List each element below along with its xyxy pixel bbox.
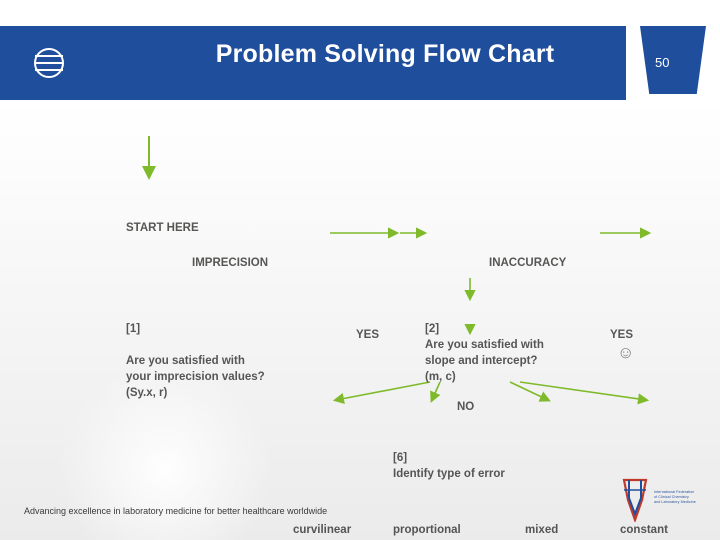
header-bar — [0, 26, 626, 100]
flow-node-1: [1] Are you satisfied with your imprecis… — [126, 305, 326, 401]
flow-node-2: [2] Are you satisfied with slope and int… — [425, 305, 635, 385]
error-type-curvilinear: curvilinear (m, c, Sy.x, r) — [293, 506, 433, 540]
flow-node-6-tag: [6] — [393, 452, 408, 464]
ifcc-logo-line-3: and Laboratory Medicine — [654, 500, 696, 504]
footer-tagline: Advancing excellence in laboratory medic… — [24, 506, 328, 516]
error-type-mixed: mixed (m,c) — [525, 506, 625, 540]
flow-node-1-text: Are you satisfied with your imprecision … — [126, 355, 265, 399]
page-title: Problem Solving Flow Chart — [215, 40, 555, 68]
error-type-proportional-name: proportional — [393, 524, 461, 536]
ifcc-logo: International Federation of Clinical Che… — [620, 478, 708, 526]
slide-number-shape — [640, 26, 706, 94]
flow-node-6: [6] Identify type of error — [393, 434, 623, 482]
flow-node-2-tag: [2] — [425, 323, 440, 335]
flow-node-6-text: Identify type of error — [393, 468, 505, 480]
error-type-curvilinear-name: curvilinear — [293, 524, 352, 536]
slide-number: 50 — [655, 55, 670, 70]
slide-canvas: START HERE IMPRECISION INACCURACY [1] Ar… — [0, 100, 720, 540]
ifcc-logo-line-2: of Clinical Chemistry — [654, 495, 689, 499]
smiley-icon: ☺ — [617, 343, 635, 362]
start-here-label: START HERE — [126, 222, 199, 234]
error-type-constant: constant (c) — [620, 506, 710, 540]
ifcc-logo-line-1: International Federation — [654, 490, 695, 494]
column-heading-imprecision: IMPRECISION — [192, 257, 269, 269]
label-no-1: NO — [457, 401, 475, 413]
flow-node-2-text: Are you satisfied with slope and interce… — [425, 339, 544, 383]
column-heading-inaccuracy: INACCURACY — [489, 257, 567, 269]
label-yes-2: YES — [610, 329, 634, 341]
ifcc-mark-icon — [620, 478, 650, 524]
error-type-proportional: proportional (m) — [393, 506, 503, 540]
flow-node-1-tag: [1] — [126, 323, 141, 335]
error-type-constant-name: constant — [620, 524, 668, 536]
globe-icon — [30, 46, 68, 80]
ifcc-logo-text: International Federation of Clinical Che… — [654, 490, 696, 505]
label-yes-1: YES — [356, 329, 380, 341]
error-type-mixed-name: mixed — [525, 524, 559, 536]
